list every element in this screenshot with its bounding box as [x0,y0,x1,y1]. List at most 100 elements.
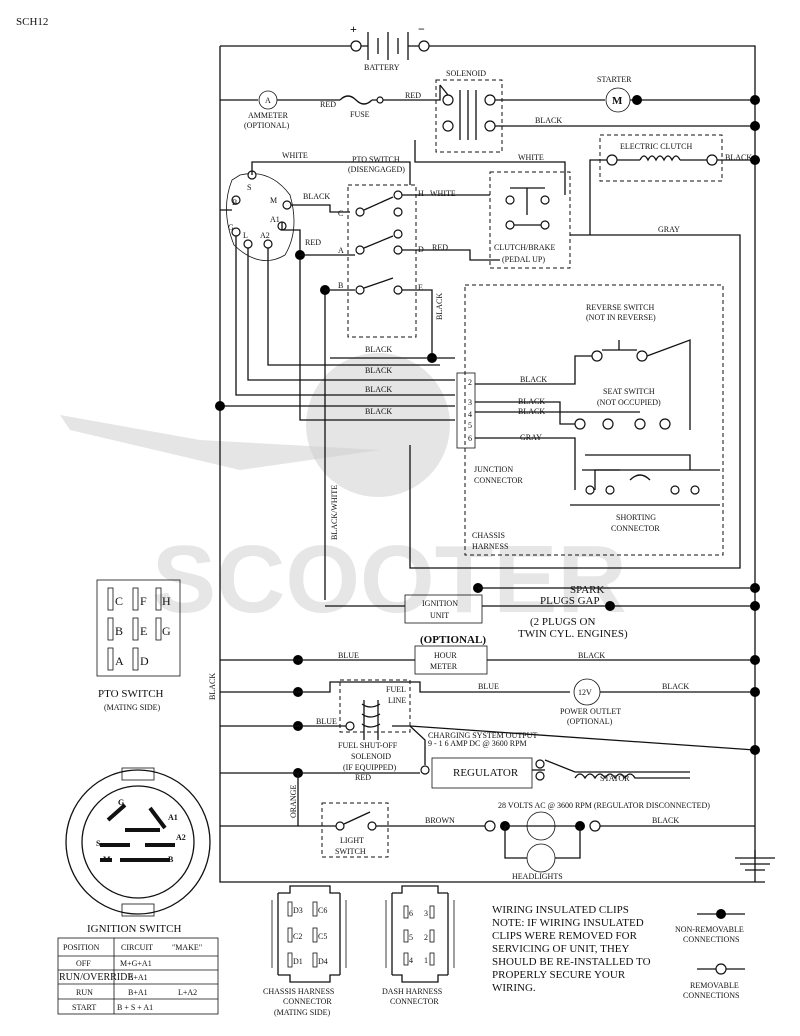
shorting-label-1: SHORTING [616,513,656,522]
junction-label-2: CONNECTOR [474,476,523,485]
chassis-caption-3: (MATING SIDE) [274,1008,331,1017]
pto-term-d: D [418,245,424,254]
page-id: SCH12 [16,16,48,28]
row-run-circuit: B+A1 [128,988,148,997]
svg-text:A: A [265,96,271,105]
term-a1: A1 [270,215,280,224]
pto-a: A [115,654,124,668]
fuel-line-2: LINE [388,696,406,705]
pto-f: F [140,594,147,608]
row-run-pos: RUN [76,988,93,997]
chassis-caption-1: CHASSIS HARNESS [263,987,334,996]
row-off-circuit: M+G+A1 [120,959,152,968]
wire-black-j3: BLACK [518,407,545,416]
light-switch-2: SWITCH [335,847,366,856]
chassis-caption-2: CONNECTOR [283,997,332,1006]
pto-d: D [140,654,149,668]
svg-text:M: M [612,95,623,107]
notes-line-4: SHOULD BE RE-INSTALLED TO [492,956,651,968]
row-override-pos: RUN/OVERRIDE [59,972,133,983]
starter-label: STARTER [597,75,632,84]
cpin-c5: C5 [318,932,327,941]
spark-4: TWIN CYL. ENGINES) [518,628,628,640]
wire-black-b: BLACK [365,366,392,375]
chassis-connector-diagram: D3 C6 C2 C5 D1 D4 CHASSIS HARNESS CONNEC… [263,885,347,1017]
legend-filled-dot [716,909,726,919]
clutch-label: ELECTRIC CLUTCH [620,142,692,151]
notes-line-1: NOTE: IF WIRING INSULATED [492,917,644,929]
wire-black-a: BLACK [365,345,392,354]
seat-switch-state: (NOT OCCUPIED) [597,398,661,407]
ignition-unit-2: UNIT [430,611,449,620]
wire-white-left: WHITE [282,151,308,160]
wire-red-2: RED [405,91,421,100]
jpin-4: 4 [468,410,472,419]
jpin-3: 3 [468,398,472,407]
junction-label-1: JUNCTION [474,465,513,474]
spark-3: (2 PLUGS ON [530,616,595,628]
jpin-2: 2 [468,378,472,387]
labels: BATTERY SOLENOID STARTER AMMETER (OPTION… [208,63,752,881]
cpin-d4: D4 [318,957,328,966]
outlet-symbol: 12V [578,688,592,697]
wire-black-hl: BLACK [652,816,679,825]
term-s: S [247,183,251,192]
hour-meter-1: HOUR [434,651,457,660]
clutch-brake-label: CLUTCH/BRAKE [494,243,555,252]
legend-open-dot [715,963,727,975]
pto-state: (DISENGAGED) [348,165,405,174]
fuel-line-1: FUEL [386,685,406,694]
ignition-unit-1: IGNITION [422,599,458,608]
watermark: SCOOTER [60,353,627,633]
shorting-label-2: CONNECTOR [611,524,660,533]
clutch-brake-state: (PEDAL UP) [502,255,545,264]
wire-black-j1: BLACK [520,375,547,384]
wire-blackwhite-vert: BLACK/WHITE [330,485,339,540]
chassis-label-2: HARNESS [472,542,508,551]
cpin-d3: D3 [293,906,303,915]
wire-white-top: WHITE [518,153,544,162]
face-a1: A1 [168,813,178,822]
stator-note: 28 VOLTS AC @ 3600 RPM (REGULATOR DISCON… [498,801,710,810]
wire-black-d: BLACK [365,407,392,416]
pto-term-c: C [338,209,343,218]
wire-blue-2: BLUE [478,682,499,691]
wire-red-1: RED [320,100,336,109]
ignition-switch-title: IGNITION SWITCH [87,923,181,935]
face-g: G [118,798,124,807]
wire-black-e: BLACK [435,293,444,320]
face-m: M [103,855,111,864]
wire-black-hm: BLACK [578,651,605,660]
power-outlet-1: POWER OUTLET [560,707,621,716]
hour-meter-2: METER [430,662,458,671]
wire-black-c: BLACK [365,385,392,394]
reverse-switch-label: REVERSE SWITCH [586,303,654,312]
watermark-text: SCOOTER [152,526,627,633]
dpin-5: 5 [409,933,413,942]
row-start-circuit: B + S + A1 [117,1003,153,1012]
ammeter-note: (OPTIONAL) [244,121,290,130]
notes-line-6: WIRING. [492,982,536,994]
row-off-pos: OFF [76,959,91,968]
notes-title: WIRING INSULATED CLIPS [492,904,629,916]
jpin-6: 6 [468,434,472,443]
dpin-1: 1 [424,956,428,965]
face-b: B [168,855,174,864]
fuel-shutoff-2: SOLENOID [351,752,391,761]
dpin-2: 2 [424,933,428,942]
svg-text:+: + [350,22,357,36]
pto-term-e: E [418,283,423,292]
th-make: "MAKE" [172,943,202,952]
fuel-shutoff-3: (IF EQUIPPED) [343,763,396,772]
notes-line-3: SERVICING OF UNIT, THEY [492,943,629,955]
row-start-pos: START [72,1003,96,1012]
jpin-5: 5 [468,421,472,430]
optional-label: (OPTIONAL) [420,634,486,646]
charging-2: 9 - 1 6 AMP DC @ 3600 RPM [428,739,527,748]
ammeter-label: AMMETER [248,111,289,120]
legend-nonremovable-1: NON-REMOVABLE [675,925,744,934]
dash-connector-diagram: 6 3 5 2 4 1 DASH HARNESS CONNECTOR [382,885,455,1006]
dash-caption-2: CONNECTOR [390,997,439,1006]
term-b: B [232,198,237,207]
wire-blue-1: BLUE [338,651,359,660]
